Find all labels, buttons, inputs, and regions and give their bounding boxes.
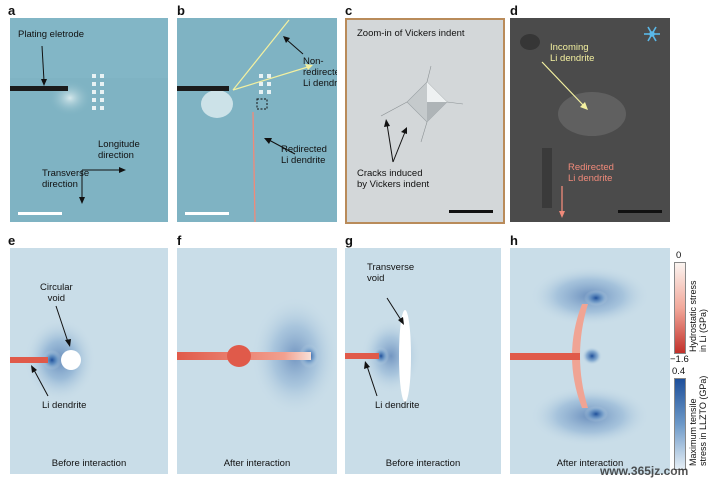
caption-h: After interaction — [556, 458, 624, 469]
non-redirected-dendrite-line — [232, 19, 290, 91]
colorbar-li-label: Hydrostatic stress in Li (GPa) — [688, 280, 708, 352]
zoom-in-title: Zoom-in of Vickers indent — [357, 28, 465, 39]
caption-f: After interaction — [223, 458, 291, 469]
li-dendrite-e — [10, 357, 48, 363]
panel-b-image: Non- redirected Li dendrite Redirected L… — [177, 18, 337, 222]
plating-electrode-b — [177, 86, 229, 91]
colorbar-li-max: 0 — [676, 250, 682, 261]
transverse-void-label: Transverse void — [367, 262, 415, 284]
transverse-void — [399, 310, 411, 402]
panel-e-graphics — [10, 305, 96, 402]
circular-void — [61, 350, 81, 370]
circular-void-label: Circular void — [40, 282, 73, 304]
indent-highlight-box — [256, 98, 268, 110]
redirected-dendrite-line — [252, 111, 256, 222]
caption-g: Before interaction — [385, 458, 461, 469]
scale-bar-b — [185, 212, 229, 215]
colorbar-llzto-label: Maximum tensile stress in LLZTO (GPa) — [688, 375, 708, 466]
vickers-indent — [380, 65, 464, 143]
caption-e: Before interaction — [51, 458, 127, 469]
snowflake-icon — [644, 26, 660, 42]
cracks-label: Cracks induced by Vickers indent — [357, 168, 430, 190]
incoming-dendrite-label: Incoming Li dendrite — [550, 42, 595, 64]
redirected-label-b: Redirected Li dendrite — [281, 144, 327, 166]
panel-label-h: h — [510, 233, 518, 248]
transverse-direction-label: Transverse direction — [42, 168, 90, 190]
panel-d-image: Incoming Li dendrite Redirected Li dendr… — [510, 18, 670, 222]
panel-b-graphics — [177, 18, 337, 222]
panel-label-c: c — [345, 3, 353, 18]
li-dendrite-label-e: Li dendrite — [42, 400, 87, 411]
panel-g-graphics — [345, 297, 421, 402]
panel-f-graphics — [177, 296, 337, 416]
colorbar-li-min: −1.6 — [670, 354, 689, 365]
panel-label-a: a — [8, 3, 16, 18]
plating-electrode-label: Plating eletrode — [18, 29, 85, 40]
li-dendrite-h — [510, 353, 580, 360]
panel-h-simulation: After interaction — [510, 248, 670, 474]
panel-a-graphics — [10, 18, 168, 222]
longitude-direction-label: Longitude direction — [98, 139, 140, 161]
panel-label-g: g — [345, 233, 353, 248]
li-dendrite-label-g: Li dendrite — [375, 400, 420, 411]
filled-void — [227, 345, 251, 367]
panel-label-b: b — [177, 3, 185, 18]
scale-bar-d — [618, 210, 662, 213]
panel-f-simulation: After interaction — [177, 248, 337, 474]
redirected-dendrite-label-d: Redirected Li dendrite — [568, 162, 614, 184]
watermark: www.365jz.com — [600, 464, 689, 478]
panel-label-d: d — [510, 3, 518, 18]
colorbar-li — [674, 262, 686, 354]
scale-bar-a — [18, 212, 62, 215]
panel-c-graphics — [347, 20, 503, 222]
panel-h-graphics — [510, 266, 650, 446]
panel-d-graphics — [510, 18, 670, 222]
panel-label-f: f — [177, 233, 182, 248]
panel-g-simulation: Transverse void Li dendrite Before inter… — [345, 248, 501, 474]
panel-c-image: Zoom-in of Vickers indent Cracks induced… — [345, 18, 505, 224]
panel-label-e: e — [8, 233, 16, 248]
indent-array — [92, 74, 104, 110]
incoming-dendrite-arrow — [541, 61, 585, 107]
plating-electrode — [10, 86, 68, 91]
colorbar-llzto — [674, 378, 686, 470]
li-dendrite-g — [345, 353, 379, 359]
colorbar-llzto-max: 0.4 — [672, 366, 686, 377]
panel-a-image: Plating eletrode Longitude direction Tra… — [10, 18, 168, 222]
non-redirected-label: Non- redirected Li dendrite — [303, 56, 337, 89]
panel-e-simulation: Circular void Li dendrite Before interac… — [10, 248, 168, 474]
scale-bar-c — [449, 210, 493, 213]
